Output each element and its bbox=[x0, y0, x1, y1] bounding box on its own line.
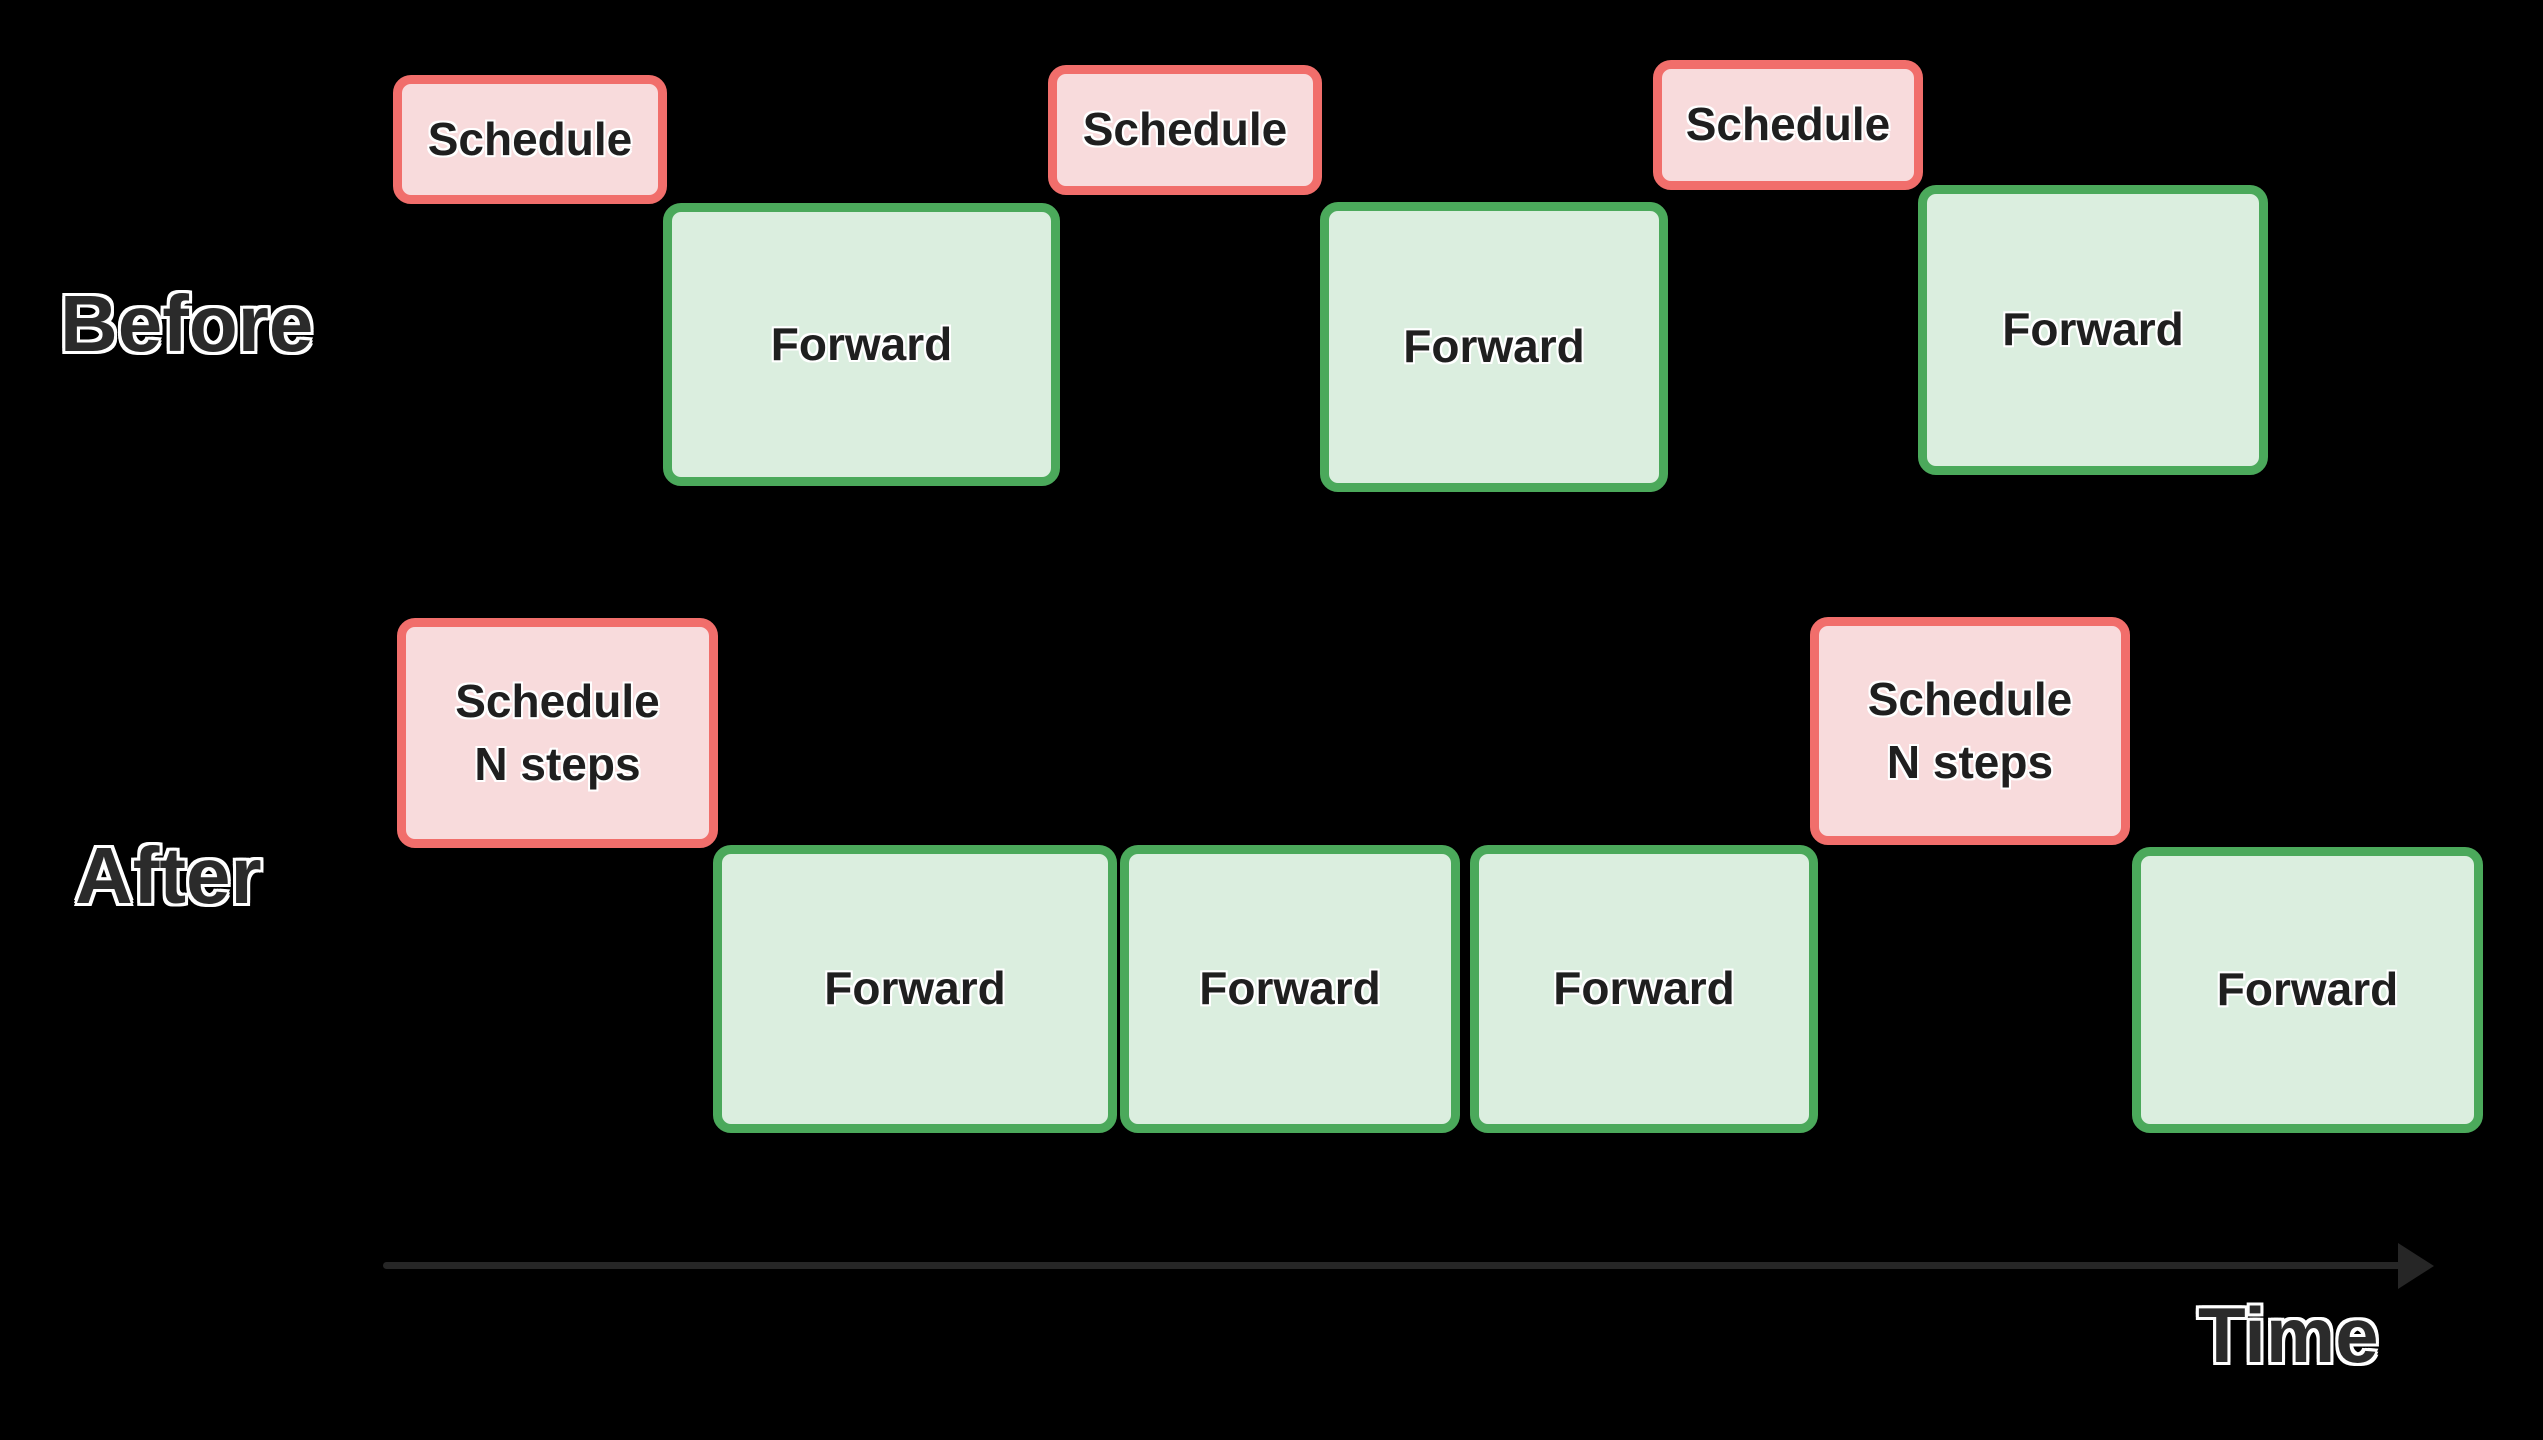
forward-box: Forward bbox=[713, 845, 1117, 1133]
after-row-label: After bbox=[75, 831, 262, 920]
schedule-box-label: Schedule bbox=[1685, 98, 1891, 151]
schedule-box-label: Schedule bbox=[1082, 103, 1288, 156]
schedule-n-steps-box-label: Schedule N steps bbox=[455, 670, 660, 797]
schedule-box-label: Schedule bbox=[427, 112, 633, 165]
schedule-n-steps-box: Schedule N steps bbox=[1810, 617, 2130, 845]
schedule-box: Schedule bbox=[393, 75, 667, 204]
forward-box-label: Forward bbox=[2216, 963, 2399, 1016]
schedule-box: Schedule bbox=[1653, 60, 1923, 190]
before-row-label: Before bbox=[60, 279, 314, 368]
forward-box: Forward bbox=[1470, 845, 1818, 1133]
schedule-n-steps-box: Schedule N steps bbox=[397, 618, 718, 848]
schedule-n-steps-line2: N steps bbox=[474, 738, 641, 790]
forward-box: Forward bbox=[2132, 847, 2483, 1133]
schedule-box: Schedule bbox=[1048, 65, 1322, 195]
time-arrow-head-icon bbox=[2398, 1243, 2434, 1289]
schedule-n-steps-line1: Schedule bbox=[455, 674, 660, 727]
forward-box: Forward bbox=[1320, 202, 1668, 492]
forward-box-label: Forward bbox=[2002, 303, 2184, 356]
schedule-n-steps-line1: Schedule bbox=[1867, 672, 2073, 725]
forward-box-label: Forward bbox=[1199, 962, 1381, 1015]
time-axis-label: Time bbox=[2198, 1291, 2379, 1379]
schedule-n-steps-box-label: Schedule N steps bbox=[1868, 668, 2073, 795]
forward-box: Forward bbox=[1120, 845, 1460, 1133]
forward-box-label: Forward bbox=[770, 317, 953, 370]
schedule-n-steps-line2: N steps bbox=[1886, 736, 2054, 788]
forward-box: Forward bbox=[1918, 185, 2268, 475]
forward-box-label: Forward bbox=[1553, 962, 1735, 1015]
forward-box-label: Forward bbox=[1403, 320, 1585, 373]
forward-box-label: Forward bbox=[824, 962, 1006, 1015]
time-arrow-line bbox=[383, 1262, 2408, 1269]
forward-box: Forward bbox=[663, 203, 1060, 486]
